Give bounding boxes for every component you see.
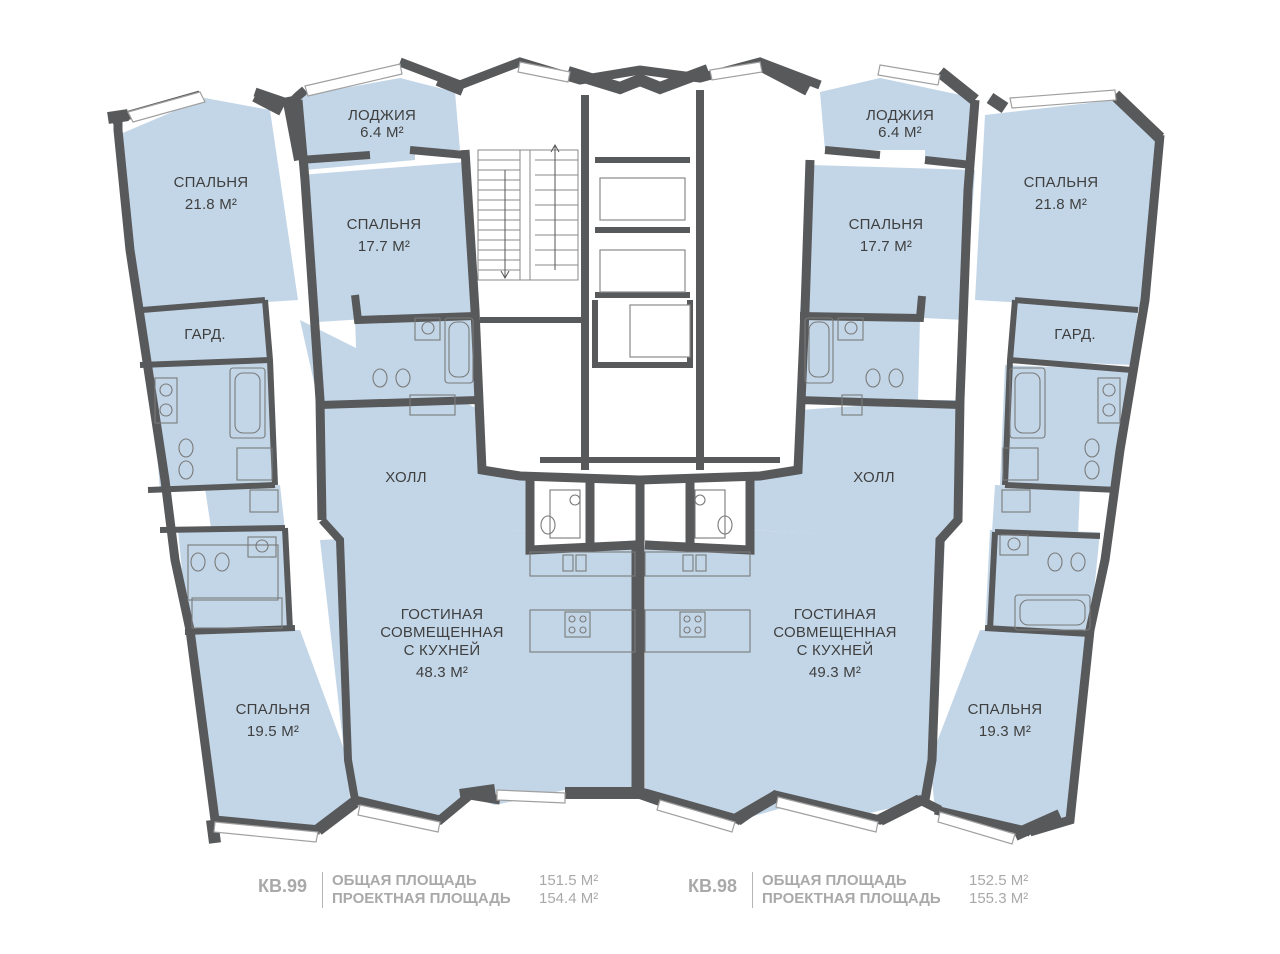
left-bedroom-mid-label: СПАЛЬНЯ — [347, 216, 422, 233]
right-bedroom-top-area — [975, 100, 1160, 310]
left-bath-low-area — [178, 528, 290, 632]
right-loggia-area — [820, 78, 975, 160]
right-bedroom-top-label: СПАЛЬНЯ — [1024, 174, 1099, 191]
room-labels-right: ЛОДЖИЯ 6.4 М² СПАЛЬНЯ 21.8 М² СПАЛЬНЯ 17… — [773, 107, 1098, 740]
apartment-legend-98: КВ.98 ОБЩАЯ ПЛОЩАДЬ ПРОЕКТНАЯ ПЛОЩАДЬ 15… — [688, 870, 1068, 914]
left-bedroom-bottom-label: СПАЛЬНЯ — [236, 701, 311, 718]
area-values: 151.5 М² 154.4 М² — [539, 872, 598, 908]
left-bedroom-top-area — [118, 98, 298, 310]
right-living-area-label: 49.3 М² — [809, 664, 861, 681]
left-bedroom-mid-area — [300, 162, 475, 322]
fixtures — [154, 317, 1121, 653]
right-wardrobe-area — [1010, 300, 1138, 365]
left-bedroom-mid-area-label: 17.7 М² — [358, 238, 410, 255]
left-bedroom-bottom-area — [188, 630, 350, 830]
right-bath-mid-area — [798, 318, 920, 400]
right-bedroom-bottom-area — [930, 630, 1090, 830]
left-loggia-label: ЛОДЖИЯ — [348, 107, 416, 124]
apartment-legend-99: КВ.99 ОБЩАЯ ПЛОЩАДЬ ПРОЕКТНАЯ ПЛОЩАДЬ 15… — [258, 870, 638, 914]
left-living-line1: ГОСТИНАЯ — [401, 606, 484, 623]
right-bath-low-area — [985, 530, 1100, 632]
left-bedroom-top-area-label: 21.8 М² — [185, 196, 237, 213]
right-living-area — [645, 530, 945, 820]
left-hall-area — [300, 320, 530, 540]
design-area-value: 154.4 М² — [539, 890, 599, 907]
right-loggia-area-label: 6.4 М² — [878, 124, 922, 141]
left-loggia-area-label: 6.4 М² — [360, 124, 404, 141]
right-bedroom-top-area-label: 21.8 М² — [1035, 196, 1087, 213]
staircase — [477, 143, 579, 281]
right-bedroom-bottom-label: СПАЛЬНЯ — [968, 701, 1043, 718]
right-small-area — [992, 485, 1080, 535]
right-bedroom-mid-area-label: 17.7 М² — [860, 238, 912, 255]
right-wardrobe-label: ГАРД. — [1054, 326, 1095, 343]
design-area-value: 155.3 М² — [969, 890, 1029, 907]
left-wardrobe-label: ГАРД. — [184, 326, 225, 343]
design-area-label: ПРОЕКТНАЯ ПЛОЩАДЬ — [332, 890, 511, 907]
right-bedroom-mid-label: СПАЛЬНЯ — [849, 216, 924, 233]
room-labels-left: ЛОДЖИЯ 6.4 М² СПАЛЬНЯ 21.8 М² СПАЛЬНЯ 17… — [174, 107, 504, 740]
left-wardrobe-area — [142, 300, 270, 365]
left-hall-label: ХОЛЛ — [385, 469, 427, 486]
total-area-label: ОБЩАЯ ПЛОЩАДЬ — [332, 872, 477, 889]
right-bedroom-mid-area — [800, 165, 975, 320]
total-area-value: 152.5 М² — [969, 872, 1029, 889]
total-area-label: ОБЩАЯ ПЛОЩАДЬ — [762, 872, 907, 889]
floor-plan: ЛОДЖИЯ 6.4 М² СПАЛЬНЯ 21.8 М² СПАЛЬНЯ 17… — [107, 57, 1165, 845]
apartment-number: КВ.99 — [258, 876, 308, 896]
area-values: 152.5 М² 155.3 М² — [969, 872, 1028, 908]
left-living-line3: С КУХНЕЙ — [404, 641, 481, 659]
elevators — [599, 177, 691, 358]
left-bedroom-bottom-area-label: 19.5 М² — [247, 723, 299, 740]
left-living-line2: СОВМЕЩЕННАЯ — [380, 624, 503, 641]
design-area-label: ПРОЕКТНАЯ ПЛОЩАДЬ — [762, 890, 941, 907]
right-living-line3: С КУХНЕЙ — [797, 641, 874, 659]
right-living-line1: ГОСТИНАЯ — [794, 606, 877, 623]
right-living-line2: СОВМЕЩЕННАЯ — [773, 624, 896, 641]
left-bath-top-area — [150, 360, 275, 490]
area-labels: ОБЩАЯ ПЛОЩАДЬ ПРОЕКТНАЯ ПЛОЩАДЬ — [762, 872, 941, 908]
legend-divider — [322, 872, 323, 908]
total-area-value: 151.5 М² — [539, 872, 599, 889]
left-living-area-label: 48.3 М² — [416, 664, 468, 681]
left-small-area — [205, 485, 285, 535]
right-hall-label: ХОЛЛ — [853, 469, 895, 486]
apartment-number: КВ.98 — [688, 876, 738, 896]
left-bedroom-top-label: СПАЛЬНЯ — [174, 174, 249, 191]
area-labels: ОБЩАЯ ПЛОЩАДЬ ПРОЕКТНАЯ ПЛОЩАДЬ — [332, 872, 511, 908]
windows — [127, 61, 1117, 845]
legend-divider — [752, 872, 753, 908]
right-loggia-label: ЛОДЖИЯ — [866, 107, 934, 124]
right-bedroom-bottom-area-label: 19.3 М² — [979, 723, 1031, 740]
left-living-area — [320, 530, 638, 820]
